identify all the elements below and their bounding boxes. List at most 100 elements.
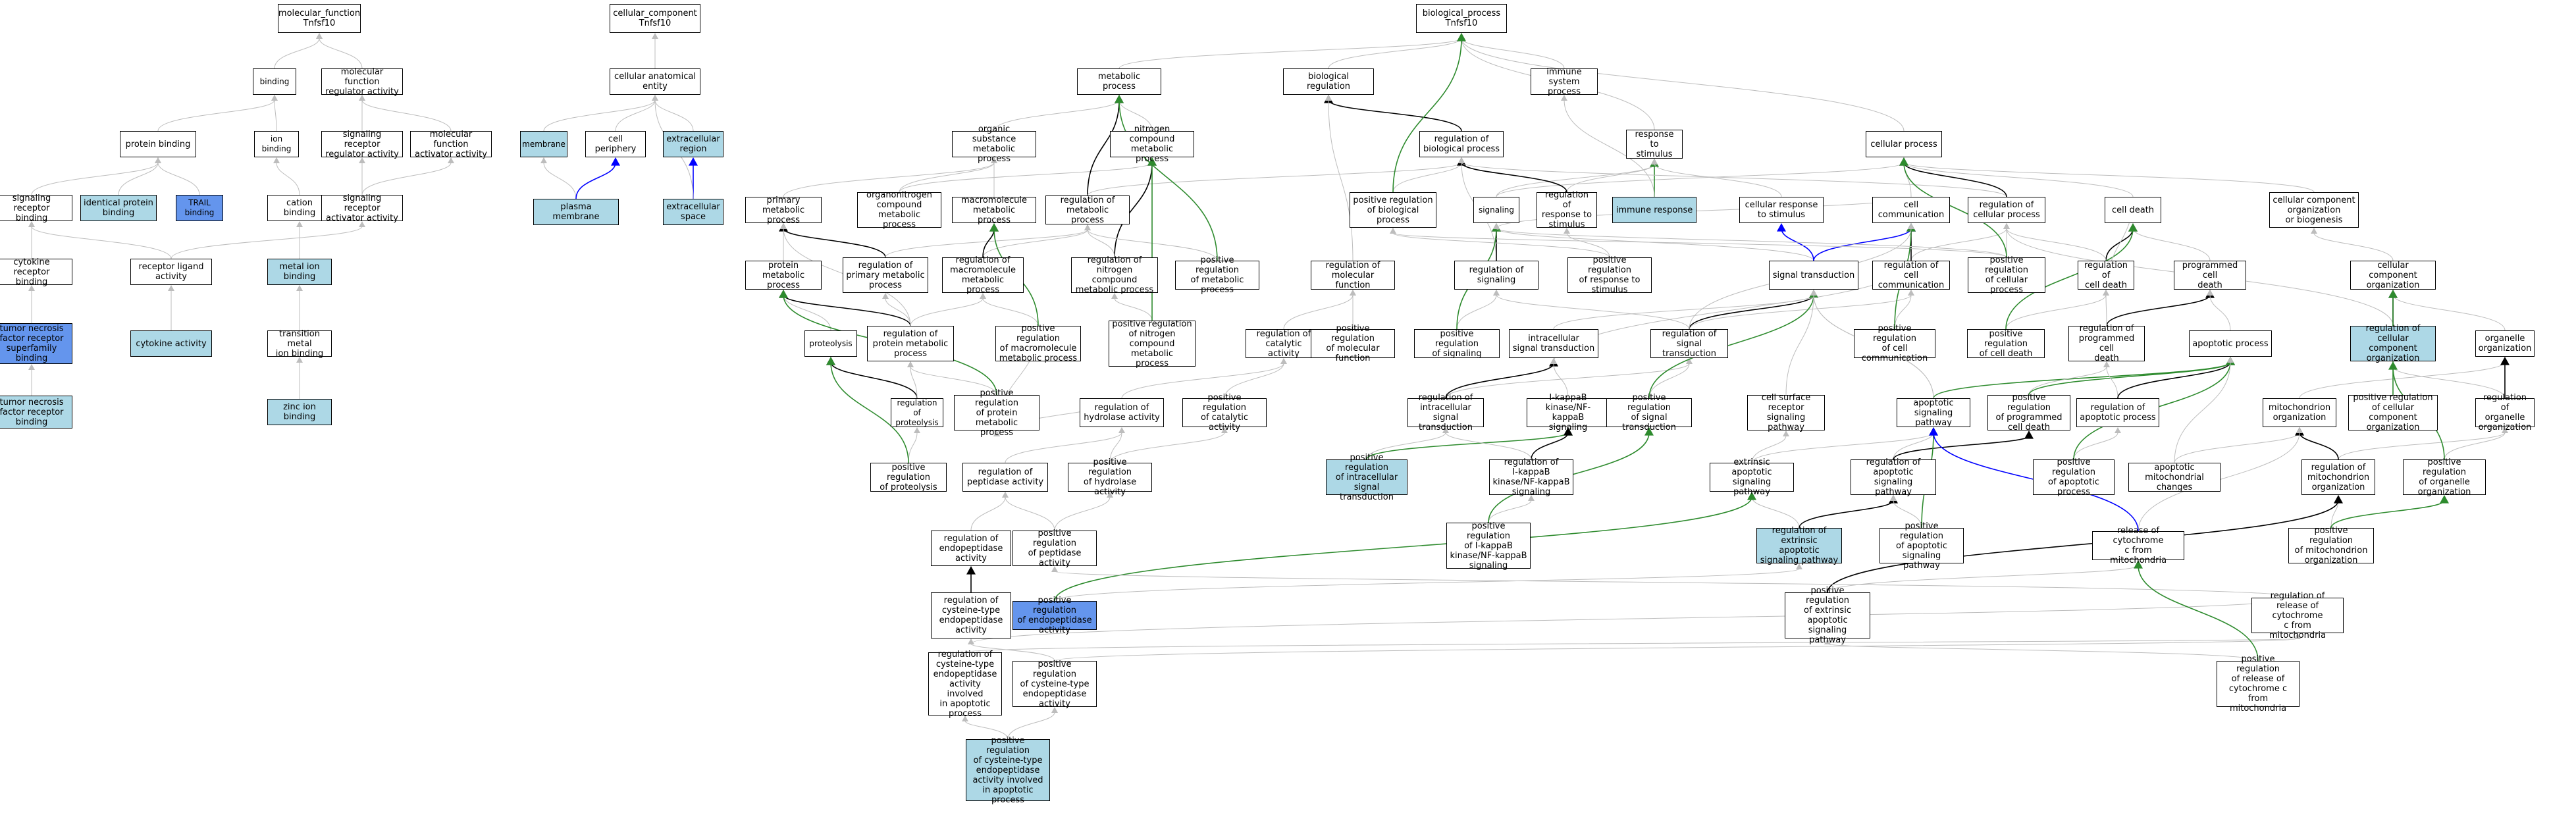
node-cell-communication[interactable]: cell communication [1872, 197, 1950, 223]
node-regulation-of-nitrogen-compound-metabolic-process[interactable]: regulation of nitrogen compound metaboli… [1071, 255, 1158, 295]
node-regulation-of-peptidase-activity[interactable]: regulation of peptidase activity [962, 463, 1048, 492]
node-programmed-cell-death[interactable]: programmed cell death [2174, 261, 2246, 290]
node-regulation-of-apoptotic-signaling-pathway[interactable]: regulation of apoptotic signaling pathwa… [1851, 457, 1936, 497]
node-positive-regulation-of-mitochondrion-organization[interactable]: positive regulation of mitochondrion org… [2288, 526, 2374, 565]
node-positive-regulation-of-release-of-cytochrome-c-from-mitochon[interactable]: positive regulation of release of cytoch… [2217, 654, 2300, 714]
node-metal-ion-binding[interactable]: metal ion binding [267, 259, 332, 285]
node-molecular-function-tnfsf10[interactable]: molecular_function Tnfsf10 [278, 4, 361, 33]
node-positive-regulation-of-molecular-function[interactable]: positive regulation of molecular functio… [1311, 324, 1395, 363]
node-positive-regulation-of-extrinsic-apoptotic-signaling-pathway[interactable]: positive regulation of extrinsic apoptot… [1785, 586, 1870, 645]
node-positive-regulation-of-cell-death[interactable]: positive regulation of cell death [1967, 329, 2045, 359]
node-organic-substance-metabolic-process[interactable]: organic substance metabolic process [952, 124, 1036, 164]
node-regulation-of-molecular-function[interactable]: regulation of molecular function [1311, 261, 1395, 290]
node-regulation-of-i-kappab-kinase-nf-kappab-signaling[interactable]: regulation of I-kappaB kinase/NF-kappaB … [1489, 457, 1573, 497]
node-positive-regulation-of-metabolic-process[interactable]: positive regulation of metabolic process [1175, 255, 1259, 295]
node-intracellular-signal-transduction[interactable]: intracellular signal transduction [1509, 329, 1598, 358]
node-tumor-necrosis-factor-receptor-binding[interactable]: tumor necrosis factor receptor binding [0, 396, 72, 429]
node-positive-regulation-of-organelle-organization[interactable]: positive regulation of organelle organiz… [2403, 457, 2486, 497]
node-signaling-receptor-binding[interactable]: signaling receptor binding [0, 194, 72, 223]
node-regulation-of-cell-communication[interactable]: regulation of cell communication [1872, 261, 1950, 290]
node-cellular-component-tnfsf10[interactable]: cellular_component Tnfsf10 [610, 4, 700, 33]
node-positive-regulation-of-peptidase-activity[interactable]: positive regulation of peptidase activit… [1012, 529, 1097, 568]
node-positive-regulation-of-programmed-cell-death[interactable]: positive regulation of programmed cell d… [1987, 393, 2070, 432]
node-zinc-ion-binding[interactable]: zinc ion binding [267, 399, 332, 425]
node-mitochondrion-organization[interactable]: mitochondrion organization [2263, 398, 2336, 427]
node-nitrogen-compound-metabolic-process[interactable]: nitrogen compound metabolic process [1110, 124, 1194, 164]
node-regulation-of-intracellular-signal-transduction[interactable]: regulation of intracellular signal trans… [1407, 393, 1484, 432]
node-signaling[interactable]: signaling [1473, 197, 1519, 223]
node-cellular-response-to-stimulus[interactable]: cellular response to stimulus [1739, 197, 1824, 223]
node-positive-regulation-of-i-kappab-kinase-nf-kappab-signaling[interactable]: positive regulation of I-kappaB kinase/N… [1446, 521, 1531, 571]
node-organonitrogen-compound-metabolic-process[interactable]: organonitrogen compound metabolic proces… [857, 190, 941, 230]
node-positive-regulation-of-cysteine-type-endopeptidase-activity-[interactable]: positive regulation of cysteine-type end… [966, 736, 1050, 805]
node-positive-regulation-of-macromolecule-metabolic-process[interactable]: positive regulation of macromolecule met… [995, 324, 1081, 363]
node-positive-regulation-of-nitrogen-compound-metabolic-process[interactable]: positive regulation of nitrogen compound… [1109, 319, 1196, 369]
node-cellular-component-organization-or-biogenesis[interactable]: cellular component organization or bioge… [2269, 192, 2359, 228]
node-positive-regulation-of-protein-metabolic-process[interactable]: positive regulation of protein metabolic… [954, 388, 1039, 438]
node-cytokine-receptor-binding[interactable]: cytokine receptor binding [0, 257, 72, 287]
node-positive-regulation-of-signaling[interactable]: positive regulation of signaling [1414, 329, 1500, 359]
node-regulation-of-cellular-process[interactable]: regulation of cellular process [1968, 197, 2045, 223]
node-metabolic-process[interactable]: metabolic process [1077, 68, 1161, 95]
node-molecular-function-regulator-activity[interactable]: molecular function regulator activity [321, 67, 403, 97]
node-receptor-ligand-activity[interactable]: receptor ligand activity [130, 259, 212, 285]
node-positive-regulation-of-catalytic-activity[interactable]: positive regulation of catalytic activit… [1182, 393, 1267, 432]
node-positive-regulation-of-cell-communication[interactable]: positive regulation of cell communicatio… [1854, 324, 1935, 363]
node-apoptotic-process[interactable]: apoptotic process [2189, 330, 2272, 357]
node-extrinsic-apoptotic-signaling-pathway[interactable]: extrinsic apoptotic signaling pathway [1710, 457, 1794, 497]
node-regulation-of-protein-metabolic-process[interactable]: regulation of protein metabolic process [867, 326, 954, 361]
node-apoptotic-mitochondrial-changes[interactable]: apoptotic mitochondrial changes [2128, 463, 2221, 492]
node-regulation-of-extrinsic-apoptotic-signaling-pathway[interactable]: regulation of extrinsic apoptotic signal… [1756, 526, 1842, 565]
node-regulation-of-signal-transduction[interactable]: regulation of signal transduction [1650, 329, 1728, 359]
node-macromolecule-metabolic-process[interactable]: macromolecule metabolic process [952, 195, 1036, 225]
node-transition-metal-ion-binding[interactable]: transition metal ion binding [267, 329, 332, 359]
node-regulation-of-programmed-cell-death[interactable]: regulation of programmed cell death [2068, 324, 2145, 363]
node-regulation-of-response-to-stimulus[interactable]: regulation of response to stimulus [1537, 190, 1597, 230]
node-positive-regulation-of-intracellular-signal-transduction[interactable]: positive regulation of intracellular sig… [1326, 453, 1407, 502]
node-positive-regulation-of-cellular-component-organization[interactable]: positive regulation of cellular componen… [2348, 393, 2438, 432]
node-cell-periphery[interactable]: cell periphery [585, 131, 646, 157]
node-apoptotic-signaling-pathway[interactable]: apoptotic signaling pathway [1897, 398, 1970, 428]
node-regulation-of-cell-death[interactable]: regulation of cell death [2078, 261, 2134, 290]
node-release-of-cytochrome-c-from-mitochondria[interactable]: release of cytochrome c from mitochondri… [2092, 526, 2184, 565]
node-signal-transduction[interactable]: signal transduction [1769, 261, 1858, 290]
node-positive-regulation-of-apoptotic-process[interactable]: positive regulation of apoptotic process [2033, 457, 2115, 497]
node-membrane[interactable]: membrane [520, 131, 567, 157]
node-regulation-of-cysteine-type-endopeptidase-activity[interactable]: regulation of cysteine-type endopeptidas… [931, 592, 1011, 638]
node-cellular-anatomical-entity[interactable]: cellular anatomical entity [610, 68, 700, 95]
node-binding[interactable]: binding [253, 68, 296, 95]
node-protein-metabolic-process[interactable]: protein metabolic process [745, 261, 822, 290]
node-positive-regulation-of-response-to-stimulus[interactable]: positive regulation of response to stimu… [1567, 255, 1652, 295]
node-trail-binding[interactable]: TRAIL binding [176, 195, 223, 221]
node-cellular-component-organization[interactable]: cellular component organization [2350, 261, 2436, 290]
node-cytokine-activity[interactable]: cytokine activity [130, 330, 212, 357]
node-positive-regulation-of-hydrolase-activity[interactable]: positive regulation of hydrolase activit… [1068, 457, 1152, 497]
node-i-kappab-kinase-nf-kappab-signaling[interactable]: I-kappaB kinase/NF-kappaB signaling [1527, 393, 1610, 432]
node-regulation-of-cellular-component-organization[interactable]: regulation of cellular component organiz… [2350, 324, 2436, 363]
node-regulation-of-apoptotic-process[interactable]: regulation of apoptotic process [2076, 398, 2159, 427]
node-regulation-of-primary-metabolic-process[interactable]: regulation of primary metabolic process [843, 257, 928, 293]
node-biological-regulation[interactable]: biological regulation [1283, 68, 1374, 95]
node-positive-regulation-of-cysteine-type-endopeptidase-activity[interactable]: positive regulation of cysteine-type end… [1012, 660, 1097, 709]
node-positive-regulation-of-biological-process[interactable]: positive regulation of biological proces… [1350, 192, 1436, 228]
node-regulation-of-biological-process[interactable]: regulation of biological process [1419, 131, 1504, 157]
node-cell-death[interactable]: cell death [2105, 197, 2161, 223]
node-immune-system-process[interactable]: immune system process [1531, 67, 1598, 97]
node-identical-protein-binding[interactable]: identical protein binding [80, 195, 157, 221]
node-signaling-receptor-regulator-activity[interactable]: signaling receptor regulator activity [321, 130, 403, 159]
node-protein-binding[interactable]: protein binding [120, 131, 196, 157]
node-regulation-of-hydrolase-activity[interactable]: regulation of hydrolase activity [1080, 398, 1164, 427]
node-regulation-of-metabolic-process[interactable]: regulation of metabolic process [1045, 195, 1130, 225]
node-response-to-stimulus[interactable]: response to stimulus [1626, 130, 1683, 159]
node-organelle-organization[interactable]: organelle organization [2475, 330, 2535, 357]
node-regulation-of-macromolecule-metabolic-process[interactable]: regulation of macromolecule metabolic pr… [942, 255, 1024, 295]
node-tumor-necrosis-factor-receptor-superfamily-binding[interactable]: tumor necrosis factor receptor superfami… [0, 323, 72, 364]
node-regulation-of-proteolysis[interactable]: regulation of proteolysis [891, 398, 943, 427]
node-positive-regulation-of-proteolysis[interactable]: positive regulation of proteolysis [870, 463, 947, 492]
node-regulation-of-signaling[interactable]: regulation of signaling [1454, 261, 1538, 290]
node-positive-regulation-of-endopeptidase-activity[interactable]: positive regulation of endopeptidase act… [1012, 596, 1097, 635]
node-regulation-of-release-of-cytochrome-c-from-mitochondria[interactable]: regulation of release of cytochrome c fr… [2251, 591, 2344, 640]
node-signaling-receptor-activator-activity[interactable]: signaling receptor activator activity [321, 194, 403, 223]
node-extracellular-region[interactable]: extracellular region [663, 131, 723, 157]
node-positive-regulation-of-apoptotic-signaling-pathway[interactable]: positive regulation of apoptotic signali… [1879, 521, 1964, 571]
